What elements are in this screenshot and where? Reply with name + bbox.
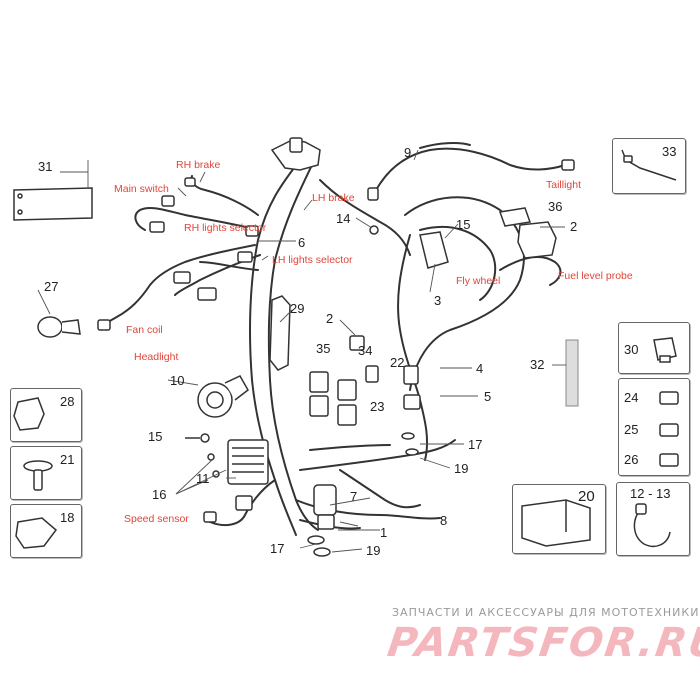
label-main-switch: Main switch xyxy=(114,183,169,195)
label-fan-coil: Fan coil xyxy=(126,324,163,336)
relay-30 xyxy=(653,337,677,361)
label-lh-lights-selector: LH lights selector xyxy=(272,254,353,266)
box-26-number: 26 xyxy=(624,452,639,467)
fan-coil-connector xyxy=(173,271,191,284)
bracket-36 xyxy=(498,207,532,227)
box-12-13-number: 12 - 13 xyxy=(630,486,671,501)
callout-17a: 17 xyxy=(468,437,483,452)
sleeve-32 xyxy=(565,339,579,407)
callout-31: 31 xyxy=(38,159,53,174)
cap-28 xyxy=(13,397,45,431)
main-harness xyxy=(249,159,301,536)
label-lh-brake: LH brake xyxy=(312,192,355,204)
voltage-regulator xyxy=(227,439,269,485)
callout-5: 5 xyxy=(484,389,492,404)
connector-4 xyxy=(403,365,419,385)
bracket-29 xyxy=(269,295,291,371)
callout-14: 14 xyxy=(336,211,351,226)
box-18-number: 18 xyxy=(60,510,75,525)
watermark-caption: ЗАПЧАСТИ И АКСЕССУАРЫ ДЛЯ МОТОТЕХНИКИ xyxy=(392,606,700,619)
label-speed-sensor: Speed sensor xyxy=(124,513,189,525)
callout-8: 8 xyxy=(440,513,448,528)
callout-10: 10 xyxy=(170,373,185,388)
callout-6: 6 xyxy=(298,235,306,250)
label-rh-brake: RH brake xyxy=(176,159,221,171)
callout-27: 27 xyxy=(44,279,59,294)
box-33-number: 33 xyxy=(662,144,677,159)
label-fuel-level-probe: Fuel level probe xyxy=(558,270,633,282)
box-21 xyxy=(10,446,82,500)
box-30-number: 30 xyxy=(624,342,639,357)
ignition-coil xyxy=(517,221,557,259)
callout-23: 23 xyxy=(370,399,385,414)
box-28-number: 28 xyxy=(60,394,75,409)
label-headlight: Headlight xyxy=(134,351,179,363)
callout-2a: 2 xyxy=(570,219,578,234)
speed-sensor-connector xyxy=(203,511,217,523)
fuse-24 xyxy=(659,391,679,405)
box-30 xyxy=(618,322,690,374)
box-33 xyxy=(612,138,686,194)
callout-3: 3 xyxy=(434,293,442,308)
headlight-connector xyxy=(197,287,217,301)
callout-19b: 19 xyxy=(366,543,381,558)
callout-7: 7 xyxy=(350,489,358,504)
label-taillight: Taillight xyxy=(546,179,582,191)
fuse-25 xyxy=(659,423,679,437)
clip-18 xyxy=(15,517,58,549)
fly-wheel-connector xyxy=(419,231,449,269)
callout-34: 34 xyxy=(358,343,373,358)
main-switch-connector xyxy=(161,195,175,207)
label-fly-wheel: Fly wheel xyxy=(456,275,501,287)
clamp-12-13 xyxy=(633,509,671,548)
box-25-number: 25 xyxy=(624,422,639,437)
bolt-15 xyxy=(200,433,210,443)
callout-16: 16 xyxy=(152,487,167,502)
box-20-number: 20 xyxy=(578,488,595,505)
callout-2b: 2 xyxy=(326,311,334,326)
box-24-number: 24 xyxy=(624,390,639,405)
callout-22: 22 xyxy=(390,355,405,370)
callout-15a: 15 xyxy=(456,217,471,232)
bracket-31 xyxy=(13,187,93,221)
callout-19a: 19 xyxy=(454,461,469,476)
label-rh-lights-selector: RH lights selector xyxy=(184,222,267,234)
callout-17b: 17 xyxy=(270,541,285,556)
box-12-13 xyxy=(616,482,690,556)
callout-29: 29 xyxy=(290,301,305,316)
callout-35: 35 xyxy=(316,341,331,356)
callout-15b: 15 xyxy=(148,429,163,444)
connector-22 xyxy=(365,365,379,383)
box-21-number: 21 xyxy=(60,452,75,467)
callout-32: 32 xyxy=(530,357,545,372)
callout-1: 1 xyxy=(380,525,388,540)
callout-4: 4 xyxy=(476,361,484,376)
watermark-logo: PARTSFOR.RU xyxy=(384,620,700,666)
callout-9: 9 xyxy=(404,145,412,160)
battery-20 xyxy=(521,499,591,547)
callout-36: 36 xyxy=(548,199,563,214)
connector-5 xyxy=(403,394,421,410)
callout-11: 11 xyxy=(196,471,210,486)
taillight-connector xyxy=(561,159,575,171)
fuse-26 xyxy=(659,453,679,467)
